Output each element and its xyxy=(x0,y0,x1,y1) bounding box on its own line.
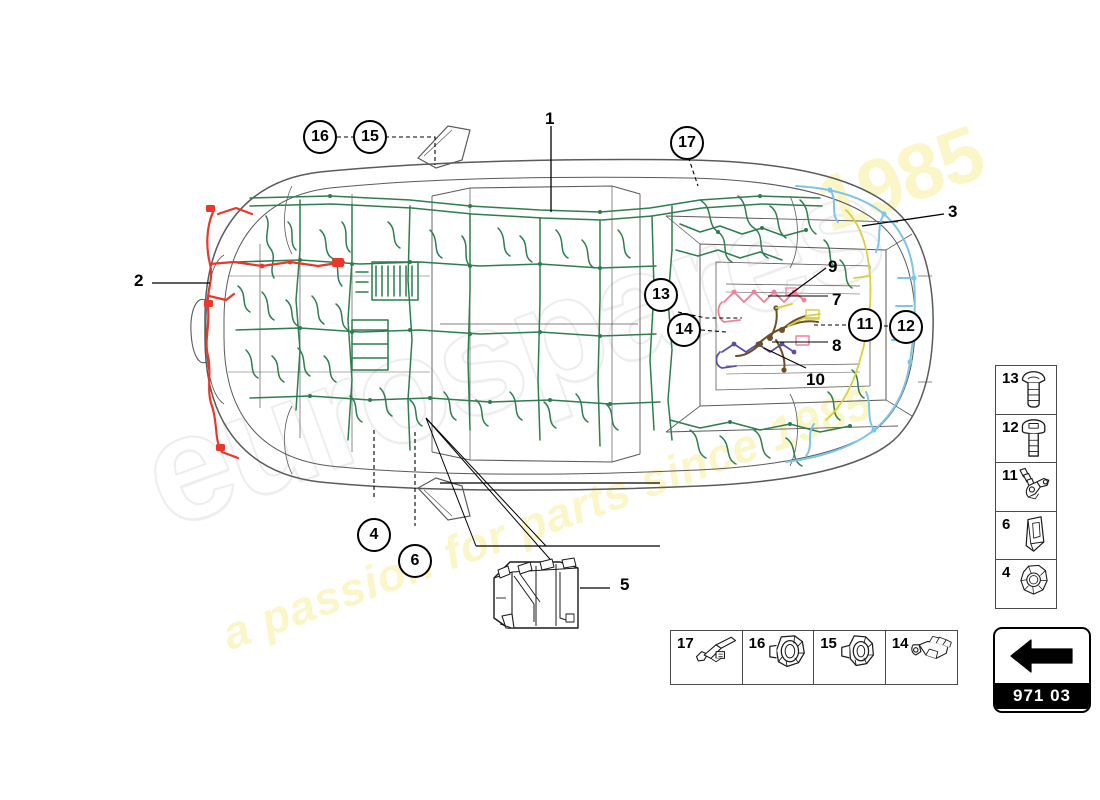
expanding-rivet-icon xyxy=(1021,371,1046,408)
callout-17[interactable]: 17 xyxy=(670,126,704,160)
harness-engine-yellow-detail xyxy=(775,303,821,327)
round-retainer-icon xyxy=(768,635,805,668)
grommet-icon xyxy=(1020,565,1048,596)
callout-5[interactable]: 5 xyxy=(620,575,630,594)
callout-8[interactable]: 8 xyxy=(832,336,842,355)
callout-14[interactable]: 14 xyxy=(667,313,701,347)
callout-10[interactable]: 10 xyxy=(806,370,825,389)
bottom-legend-panel: 17 16 xyxy=(670,630,958,685)
legend-item-12[interactable]: 12 xyxy=(995,413,1057,464)
legend-item-4[interactable]: 4 xyxy=(995,559,1057,610)
callout-16[interactable]: 16 xyxy=(303,120,337,154)
legend-number-17: 17 xyxy=(677,635,694,652)
legend-item-17[interactable]: 17 xyxy=(670,630,743,685)
legend-item-14[interactable]: 14 xyxy=(884,630,958,685)
leader-lines xyxy=(152,126,945,589)
left-arrow-icon xyxy=(995,629,1089,683)
callout-15[interactable]: 15 xyxy=(353,120,387,154)
part-group-number: 971 03 xyxy=(995,683,1089,709)
vehicle-body-outline xyxy=(190,125,934,521)
component-5-fuse-carrier xyxy=(493,557,579,629)
legend-item-15[interactable]: 15 xyxy=(813,630,887,685)
callout-7[interactable]: 7 xyxy=(832,290,842,309)
engine-bay-detail xyxy=(715,287,821,373)
callout-2[interactable]: 2 xyxy=(134,271,144,290)
callout-3[interactable]: 3 xyxy=(948,202,958,221)
legend-number-4: 4 xyxy=(1002,564,1011,582)
legend-number-12: 12 xyxy=(1002,418,1019,436)
callout-6[interactable]: 6 xyxy=(398,544,432,578)
legend-number-16: 16 xyxy=(748,635,766,652)
cable-bracket-icon xyxy=(1019,468,1050,500)
hex-flange-bolt-icon xyxy=(1021,418,1046,457)
part-group-badge[interactable]: 971 03 xyxy=(993,627,1091,713)
callout-1[interactable]: 1 xyxy=(545,109,555,128)
legend-item-6[interactable]: 6 xyxy=(995,510,1057,561)
callout-12[interactable]: 12 xyxy=(889,310,923,344)
legend-number-6: 6 xyxy=(1002,515,1011,533)
angled-cable-clip-icon xyxy=(911,635,952,659)
callout-9[interactable]: 9 xyxy=(828,257,838,276)
legend-item-11[interactable]: 11 xyxy=(995,462,1057,513)
harness-main-green xyxy=(235,194,865,467)
wedge-clip-icon xyxy=(1025,516,1045,552)
legend-number-14: 14 xyxy=(891,635,909,652)
harness-front-red xyxy=(205,206,346,460)
legend-number-13: 13 xyxy=(1002,370,1019,387)
callout-11[interactable]: 11 xyxy=(848,308,882,342)
callout-13[interactable]: 13 xyxy=(644,278,678,312)
right-legend-panel: 13 12 xyxy=(995,365,1057,610)
harness-front-red-nodes xyxy=(204,205,344,451)
legend-number-15: 15 xyxy=(820,635,837,652)
cable-tie-mount-icon xyxy=(695,636,737,663)
legend-item-13[interactable]: 13 xyxy=(995,365,1057,415)
callout-4[interactable]: 4 xyxy=(357,518,391,552)
legend-number-11: 11 xyxy=(1002,467,1018,485)
round-clip-icon xyxy=(841,635,875,667)
harness-rear-blue-nodes xyxy=(827,187,917,433)
legend-item-16[interactable]: 16 xyxy=(741,630,815,685)
